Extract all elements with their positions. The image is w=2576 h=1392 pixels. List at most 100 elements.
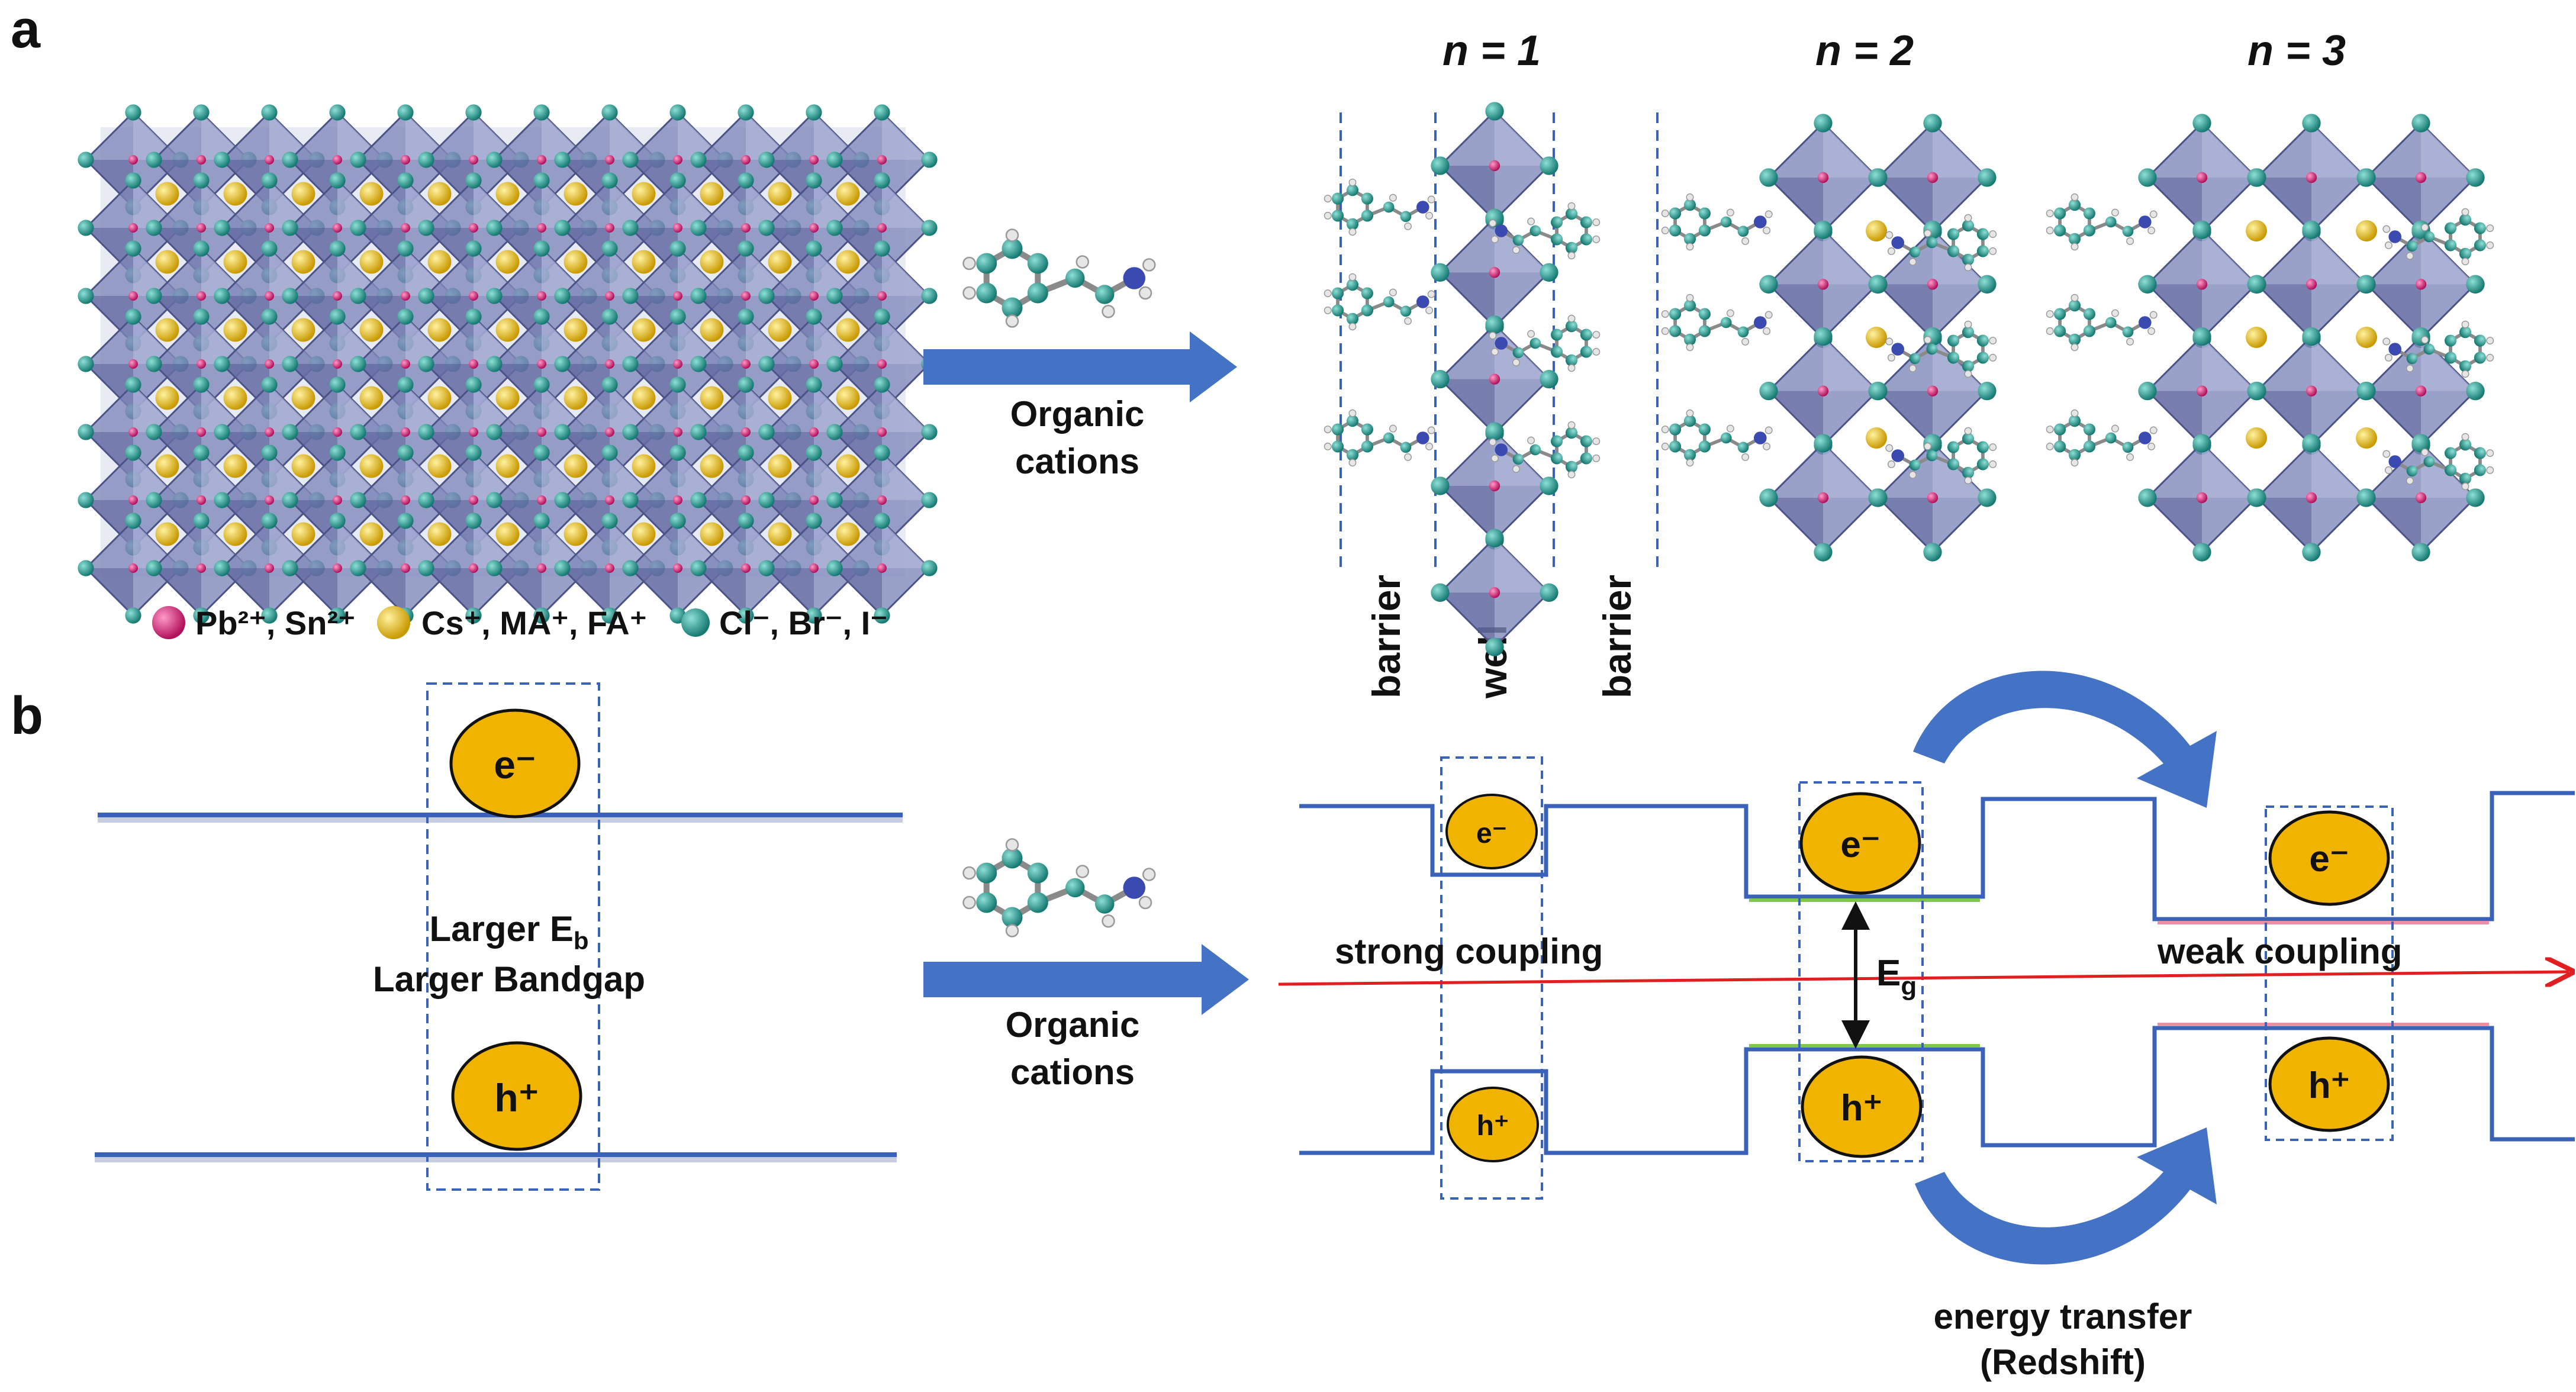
octahedron [2247,114,2375,241]
a-site-cation [2246,327,2267,348]
octahedron [214,376,325,488]
octahedron [690,240,801,352]
octahedron [2357,327,2485,455]
larger-eb-text: Larger E [429,909,573,949]
pea-molecule [2382,433,2494,491]
bandgap-main: E [1876,953,1901,994]
a-site-cation [700,182,724,206]
a-site-cation [495,386,520,410]
arrow-a-label-line1: Organic [1010,394,1145,434]
a-site-cation [155,522,179,546]
arrow-b-label-line1: Organic [1006,1005,1140,1045]
a-site-cation [632,522,656,546]
a-site-cation [495,318,520,342]
octahedron [2247,220,2375,348]
a-site-cation [427,318,452,342]
pea-molecule [1324,273,1435,331]
pea-molecule [1324,409,1435,467]
a-site-cation [632,250,656,274]
octahedron [2357,434,2485,562]
a-site-cation [223,250,247,274]
octahedron [826,444,938,556]
exciton-box-n1 [1440,756,1543,1200]
a-site-cation [700,522,724,546]
a-site-cation [223,522,247,546]
a-site-cation [700,318,724,342]
pea-molecule [962,838,1156,937]
octahedron [690,513,801,624]
a-site-cation [836,522,860,546]
strong-coupling-label: strong coupling [1335,932,1603,971]
a-site-cation [768,250,792,274]
conduction-band-profile [1299,791,2575,921]
a-site-cation [632,386,656,410]
hole-carrier-n1 [1447,1087,1539,1162]
valence-band-profile [1299,1026,2575,1155]
larger-eb-subscript: b [574,927,589,955]
octahedron [554,513,665,624]
legend-cs-marker [377,606,410,639]
a-site-cation [223,182,247,206]
a-site-cation [768,182,792,206]
pea-molecule [1489,314,1601,372]
octahedron [554,104,665,215]
pea-molecule [1489,202,1601,260]
a-site-cation [2246,427,2267,449]
octahedron [2357,220,2485,348]
a-site-cation [768,386,792,410]
hole-carrier-n2 [1801,1055,1923,1158]
a-site-cation [1866,220,1887,241]
electron-carrier-n3 [2268,810,2390,906]
a-site-cation [291,522,315,546]
electron-label-n1: e⁻ [1476,818,1507,849]
arrow-a-shape [923,331,1237,402]
octahedron [2357,114,2485,241]
a-site-cation [155,182,179,206]
panel-a-label: a [11,0,41,59]
perovskite-3d-crystal [78,104,938,624]
pea-molecule [2046,294,2158,352]
barrier-left-label: barrier [1364,575,1408,698]
a-site-cation [359,318,384,342]
n3-title: n = 3 [2247,27,2346,75]
octahedron [554,444,665,556]
a-site-cation [291,454,315,478]
a-site-cation [632,454,656,478]
a-site-cation [359,182,384,206]
electron-carrier-n1 [1445,794,1538,869]
octahedron [350,513,461,624]
a-site-cation [836,182,860,206]
larger-eb-label: Larger Eb [429,909,588,955]
octahedron [486,513,597,624]
a-site-cation [768,454,792,478]
arrow-b-label-line2: cations [1010,1052,1135,1092]
a-site-cation [495,182,520,206]
a-site-cation [155,318,179,342]
hole-label-n3: h⁺ [2308,1065,2350,1106]
pea-molecule [1661,294,1773,352]
pea-molecule [1885,427,1997,485]
arrow-a-label-line2: cations [1015,442,1139,481]
octahedron [1759,114,1887,241]
hole-label-n1: h⁺ [1477,1110,1509,1142]
a-site-cation [564,318,588,342]
hole-carrier-n3 [2268,1036,2390,1132]
transfer-arrow-bottom [1915,1127,2217,1265]
legend: Pb²⁺, Sn²⁺ Cs⁺, MA⁺, FA⁺ Cl⁻, Br⁻, I⁻ [152,604,888,642]
exciton-box-n2 [1798,781,1924,1162]
a-site-cation [359,454,384,478]
a-site-cation [427,250,452,274]
pea-molecule [1885,214,1997,272]
a-site-cation [564,250,588,274]
a-site-cation [155,250,179,274]
a-site-cation [359,522,384,546]
redshift-label: (Redshift) [1980,1342,2146,1382]
octahedron [2247,434,2375,562]
a-site-cation [564,454,588,478]
barrier-right-label: barrier [1595,575,1639,698]
octahedron [2138,114,2266,241]
a-site-cation [2356,327,2377,348]
a-site-cation [564,386,588,410]
a-site-cation [2356,220,2377,241]
